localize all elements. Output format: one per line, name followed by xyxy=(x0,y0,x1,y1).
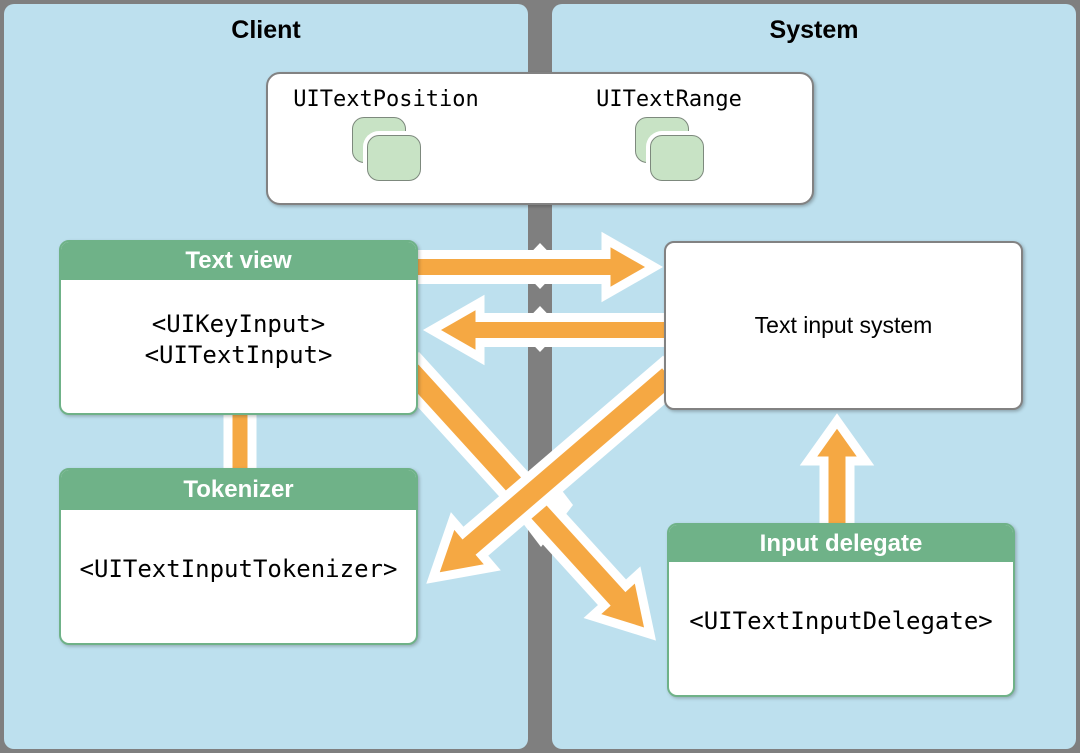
connector-text-view-to-tokenizer xyxy=(223,405,257,478)
input-delegate-header: Input delegate xyxy=(669,525,1013,562)
input-delegate-box: Input delegate <UITextInputDelegate> xyxy=(667,523,1015,697)
front-square xyxy=(649,135,704,181)
client-panel-title: Client xyxy=(231,16,301,44)
protocol-line: <UITextInputDelegate> xyxy=(689,607,993,635)
text-input-system-label: Text input system xyxy=(754,312,933,338)
tokenizer-protocols: <UITextInputTokenizer> xyxy=(61,510,416,643)
text-view-protocols: <UIKeyInput> <UITextInput> xyxy=(61,280,416,413)
arrow-input-delegate-to-text-input-system xyxy=(799,413,875,537)
stacked-rounded-squares-icon xyxy=(351,117,421,181)
text-input-system-box: Text input system xyxy=(664,241,1023,410)
protocol-line: <UITextInput> xyxy=(144,340,333,369)
uitextposition-label: UITextPosition xyxy=(293,87,479,112)
input-delegate-protocols: <UITextInputDelegate> xyxy=(669,562,1013,695)
text-position-range-box: UITextPosition UITextRange xyxy=(266,72,814,205)
text-view-header: Text view xyxy=(61,242,416,280)
uitextrange-label: UITextRange xyxy=(596,87,742,112)
tokenizer-header: Tokenizer xyxy=(61,470,416,510)
arrow-text-input-system-to-tokenizer xyxy=(426,355,688,584)
uitextposition-item: UITextPosition xyxy=(268,74,504,181)
front-square xyxy=(366,135,421,181)
text-view-box: Text view <UIKeyInput> <UITextInput> xyxy=(59,240,418,415)
tokenizer-box: Tokenizer <UITextInputTokenizer> xyxy=(59,468,418,645)
uitextrange-item: UITextRange xyxy=(551,74,787,181)
stacked-rounded-squares-icon xyxy=(634,117,704,181)
system-panel-title: System xyxy=(769,16,859,44)
protocol-line: <UIKeyInput> xyxy=(151,309,326,338)
arrow-text-input-system-to-text-view xyxy=(422,294,675,366)
arrow-text-view-to-text-input-system xyxy=(407,231,664,303)
protocol-line: <UITextInputTokenizer> xyxy=(79,555,398,583)
